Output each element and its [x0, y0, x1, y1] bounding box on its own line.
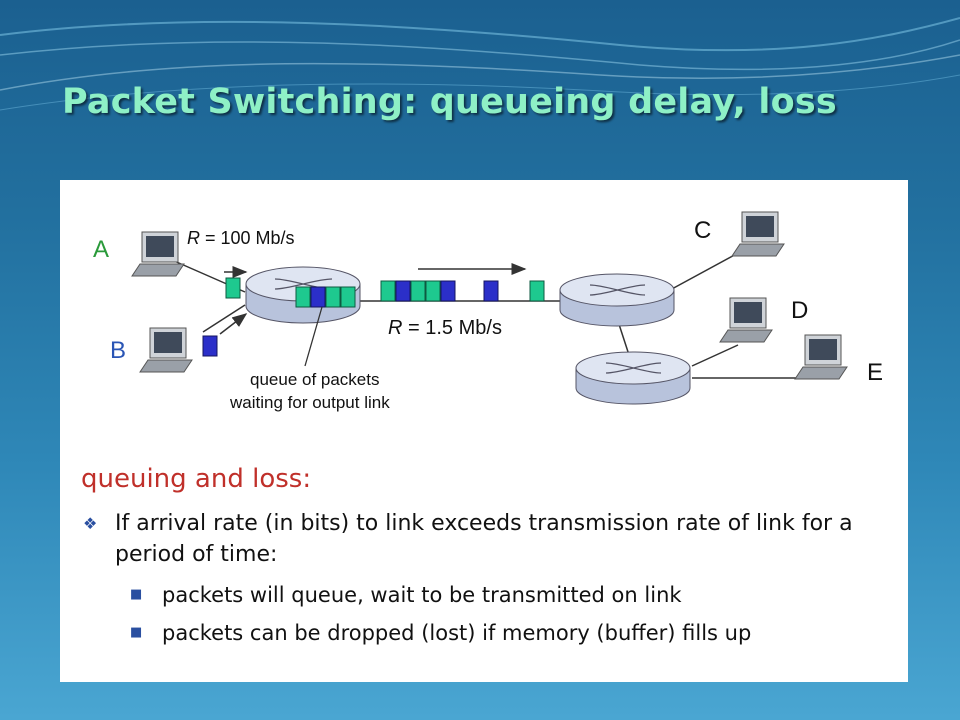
link-router2-d [691, 344, 739, 367]
sub-bullet: ■ packets can be dropped (lost) if memor… [130, 618, 890, 648]
link-packet [425, 280, 441, 302]
host-b-computer-icon [139, 327, 193, 373]
incoming-packet-a [225, 277, 241, 299]
queue-packet [340, 286, 356, 308]
link-packet [395, 280, 411, 302]
host-a-computer-icon [131, 231, 185, 277]
slide-title: Packet Switching: queueing delay, loss [62, 82, 837, 122]
host-d-computer-icon [719, 297, 773, 343]
host-d-label: D [791, 297, 808, 324]
input-arrow-b [219, 313, 248, 335]
queue-caption-line2: waiting for output link [229, 393, 390, 412]
host-e-computer-icon [794, 334, 848, 380]
content-panel: A B C D E R = 100 Mb/s R = 1.5 Mb/s queu… [60, 180, 908, 682]
router-right-bottom [575, 351, 691, 405]
incoming-packet-b [202, 335, 218, 357]
output-rate-var: R [388, 317, 402, 339]
link-packet [410, 280, 426, 302]
link-packet [440, 280, 456, 302]
input-rate-var: R [187, 228, 200, 248]
square-bullet-icon: ■ [130, 587, 143, 602]
diamond-bullet-icon: ❖ [83, 514, 98, 533]
input-rate-value: = 100 Mb/s [200, 228, 295, 248]
link-packet [380, 280, 396, 302]
network-diagram: A B C D E R = 100 Mb/s R = 1.5 Mb/s queu… [93, 211, 883, 412]
router-right-top [559, 273, 675, 327]
section-heading: queuing and loss: [81, 464, 312, 494]
input-rate-label: R = 100 Mb/s [187, 228, 295, 248]
link-packet [483, 280, 499, 302]
host-a-label: A [93, 236, 109, 263]
output-rate-label: R = 1.5 Mb/s [388, 317, 502, 339]
host-e-label: E [867, 359, 883, 386]
sub-bullet-text: packets will queue, wait to be transmitt… [162, 583, 682, 607]
link-router-c [669, 251, 741, 291]
header-wave-decoration [0, 17, 960, 111]
host-c-computer-icon [731, 211, 785, 257]
host-c-label: C [694, 217, 711, 244]
output-rate-value: = 1.5 Mb/s [402, 317, 502, 339]
link-b-router [202, 304, 246, 333]
queue-pointer-line [304, 306, 323, 367]
square-bullet-icon: ■ [130, 625, 143, 640]
main-bullet: ❖ If arrival rate (in bits) to link exce… [83, 508, 883, 570]
queue-packet [325, 286, 341, 308]
sub-bullet: ■ packets will queue, wait to be transmi… [130, 580, 890, 610]
host-b-label: B [110, 337, 126, 364]
queue-packet [310, 286, 326, 308]
main-bullet-text: If arrival rate (in bits) to link exceed… [115, 511, 853, 567]
link-packet [529, 280, 545, 302]
queue-packet [295, 286, 311, 308]
sub-bullet-text: packets can be dropped (lost) if memory … [162, 621, 752, 645]
queue-caption-line1: queue of packets [250, 370, 379, 389]
